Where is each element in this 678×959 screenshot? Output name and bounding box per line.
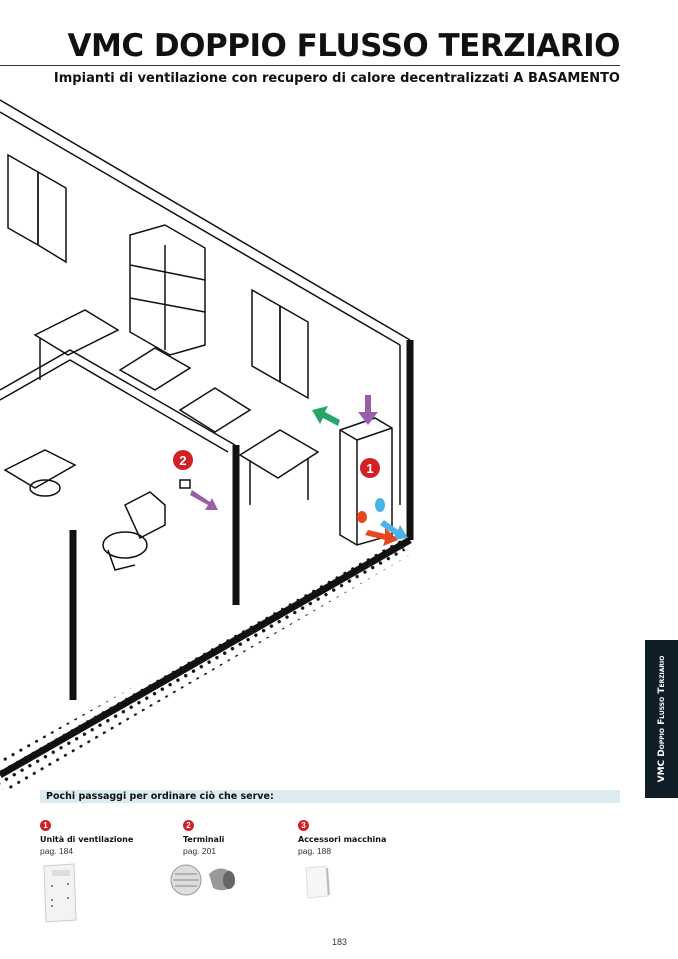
item-number-badge: 2 [183, 820, 194, 831]
green-arrow-icon [312, 406, 340, 426]
order-section-heading: Pochi passaggi per ordinare ciò che serv… [46, 791, 274, 802]
item-name: Terminali [183, 835, 225, 844]
title-divider [0, 65, 620, 66]
ventilation-illustration: 1 2 [0, 99, 414, 790]
walls-thick [0, 340, 414, 779]
item-number-badge: 3 [298, 820, 309, 831]
side-tab-label: VMC Doppio Flusso Terziario [656, 655, 667, 783]
item-name: Unità di ventilazione [40, 835, 134, 844]
item-page-ref: pag. 188 [298, 846, 332, 856]
purple-arrow-icon [358, 395, 378, 425]
accessory-image [305, 865, 330, 899]
blue-arrow-icon [380, 520, 408, 540]
building-outline [0, 99, 411, 571]
svg-text:2: 2 [179, 453, 186, 468]
svg-text:1: 1 [366, 461, 373, 476]
item-number-badge: 1 [40, 820, 51, 831]
callout-1: 1 [360, 458, 380, 478]
page-number: 183 [332, 937, 348, 947]
airflow-arrows [190, 395, 408, 546]
order-section-heading-bar: Pochi passaggi per ordinare ciò che serv… [40, 790, 620, 803]
ventilation-unit-image [43, 863, 77, 923]
order-item-terminals[interactable]: 2 Terminali pag. 201 [170, 820, 244, 900]
red-arrow-icon [365, 528, 398, 546]
item-page-ref: pag. 201 [183, 846, 217, 856]
order-item-ventilation-unit[interactable]: 1 Unità di ventilazione pag. 184 [40, 820, 133, 926]
callout-2: 2 [173, 450, 193, 470]
page-subtitle: Impianti di ventilazione con recupero di… [53, 71, 620, 86]
terminals-image [170, 864, 235, 896]
order-item-accessories[interactable]: 3 Accessori macchina pag. 188 [298, 820, 386, 904]
purple-arrow-icon [190, 490, 218, 510]
page-title: VMC DOPPIO FLUSSO TERZIARIO [67, 28, 621, 64]
section-side-tab[interactable]: VMC Doppio Flusso Terziario [645, 640, 678, 798]
item-name: Accessori macchina [298, 835, 387, 844]
item-page-ref: pag. 184 [40, 846, 74, 856]
